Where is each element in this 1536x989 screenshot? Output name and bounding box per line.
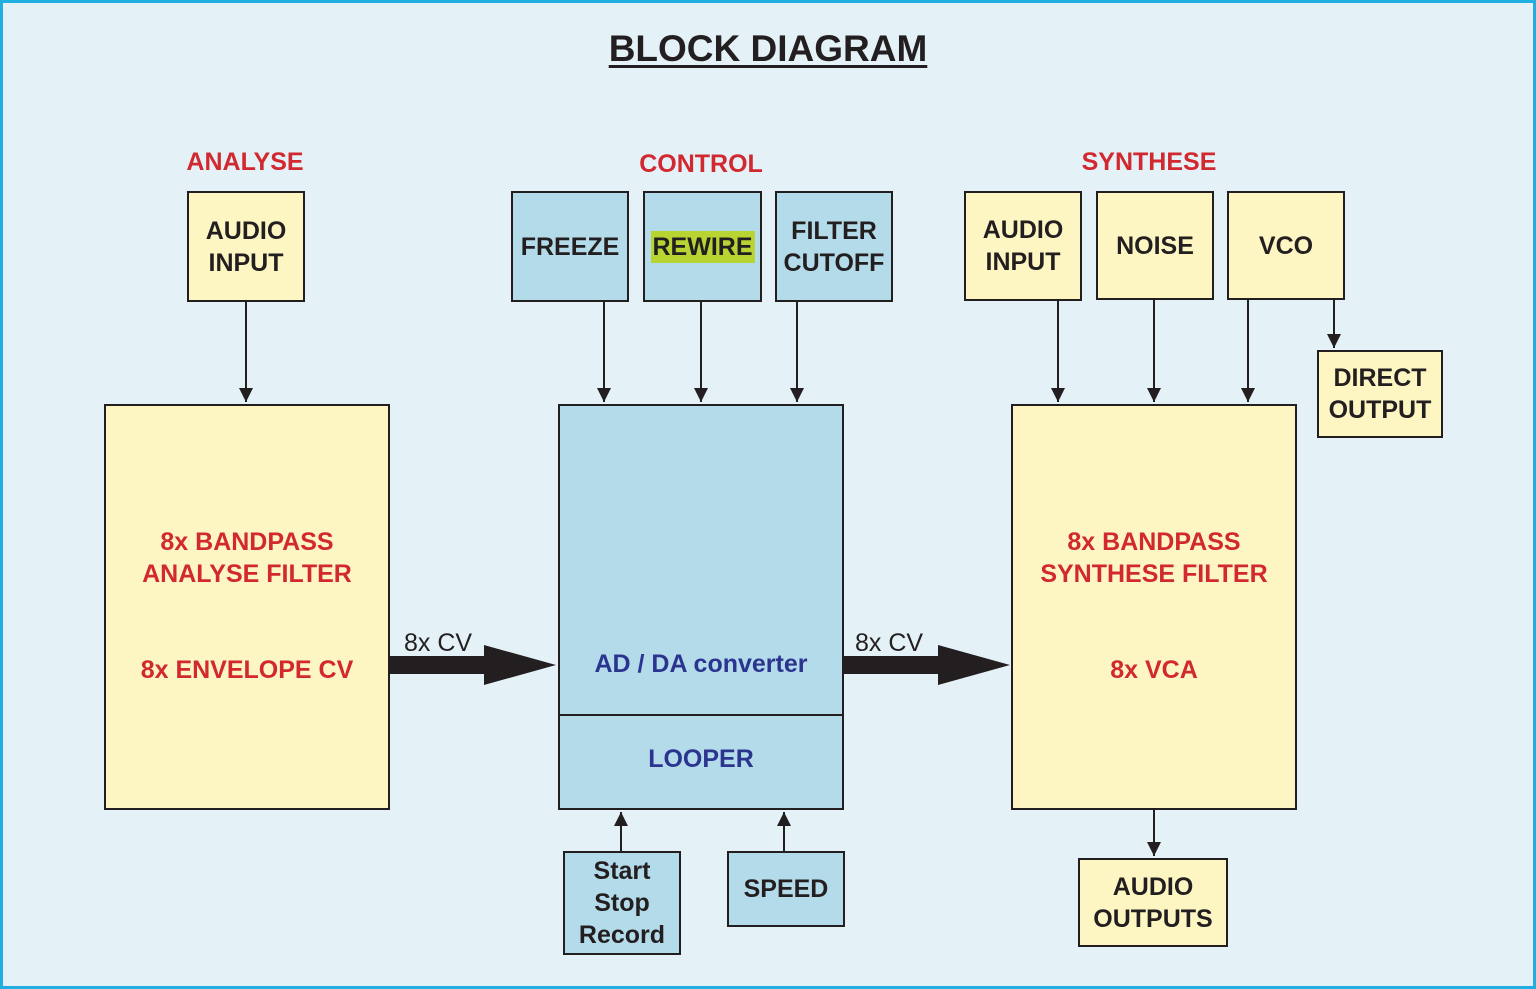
audio-outputs-line2: OUTPUTS	[1093, 904, 1213, 933]
analyse-filter-line1: 8x BANDPASS	[160, 528, 334, 556]
stop-label: Stop	[594, 889, 650, 917]
page-title: BLOCK DIAGRAM	[608, 28, 928, 69]
audio-outputs-line1: AUDIO	[1112, 872, 1194, 901]
analyse-filter-line3: 8x ENVELOPE CV	[140, 656, 354, 684]
filter-cutoff-line2: CUTOFF	[783, 248, 885, 277]
analyse-filter-box: 8x BANDPASS ANALYSE FILTER 8x ENVELOPE C…	[104, 404, 390, 810]
rewire-box: REWIRE	[643, 191, 762, 302]
synthese-audio-input-line2: INPUT	[985, 248, 1061, 276]
synthese-filter-line1: 8x BANDPASS	[1067, 528, 1241, 556]
vco-label: VCO	[1258, 231, 1314, 260]
synthese-filter-line2: SYNTHESE FILTER	[1040, 560, 1268, 588]
analyse-audio-input-box: AUDIO INPUT	[187, 191, 305, 302]
bus-analyse-head	[484, 645, 556, 685]
bus-synthese-head	[938, 645, 1010, 685]
analyse-filter-line2: ANALYSE FILTER	[142, 560, 352, 588]
vco-box: VCO	[1227, 191, 1345, 300]
cv-label-analyse: 8x CV	[404, 629, 473, 657]
synthese-filter-line3: 8x VCA	[1110, 656, 1198, 684]
freeze-label: FREEZE	[520, 232, 620, 261]
speed-label: SPEED	[743, 875, 829, 903]
synthese-filter-box: 8x BANDPASS SYNTHESE FILTER 8x VCA	[1011, 404, 1297, 810]
converter-looper-box: AD / DA converter LOOPER	[558, 404, 844, 810]
synthese-audio-input-box: AUDIO INPUT	[964, 191, 1082, 301]
start-stop-record-box: Start Stop Record	[563, 851, 681, 955]
filter-cutoff-line1: FILTER	[791, 216, 877, 245]
section-label-analyse: ANALYSE	[186, 148, 304, 176]
looper-divider	[560, 714, 842, 716]
speed-box: SPEED	[727, 851, 845, 927]
direct-output-line1: DIRECT	[1333, 364, 1427, 392]
looper-label: LOOPER	[648, 745, 754, 773]
synthese-audio-input-line1: AUDIO	[982, 216, 1064, 244]
analyse-audio-input-line2: INPUT	[208, 248, 284, 277]
direct-output-line2: OUTPUT	[1328, 396, 1432, 424]
direct-output-box: DIRECT OUTPUT	[1317, 350, 1443, 438]
noise-box: NOISE	[1096, 191, 1214, 300]
section-label-control: CONTROL	[639, 150, 763, 178]
record-label: Record	[578, 921, 666, 949]
analyse-audio-input-line1: AUDIO	[205, 216, 287, 245]
bus-synthese-shaft	[844, 656, 944, 674]
audio-outputs-box: AUDIO OUTPUTS	[1078, 858, 1228, 947]
filter-cutoff-box: FILTER CUTOFF	[775, 191, 893, 302]
rewire-label: REWIRE	[650, 230, 755, 263]
cv-label-synthese: 8x CV	[855, 629, 924, 657]
freeze-box: FREEZE	[511, 191, 629, 302]
noise-label: NOISE	[1116, 231, 1194, 260]
section-label-synthese: SYNTHESE	[1081, 148, 1217, 176]
converter-label: AD / DA converter	[594, 650, 808, 678]
bus-analyse-shaft	[389, 656, 489, 674]
start-label: Start	[593, 857, 651, 885]
